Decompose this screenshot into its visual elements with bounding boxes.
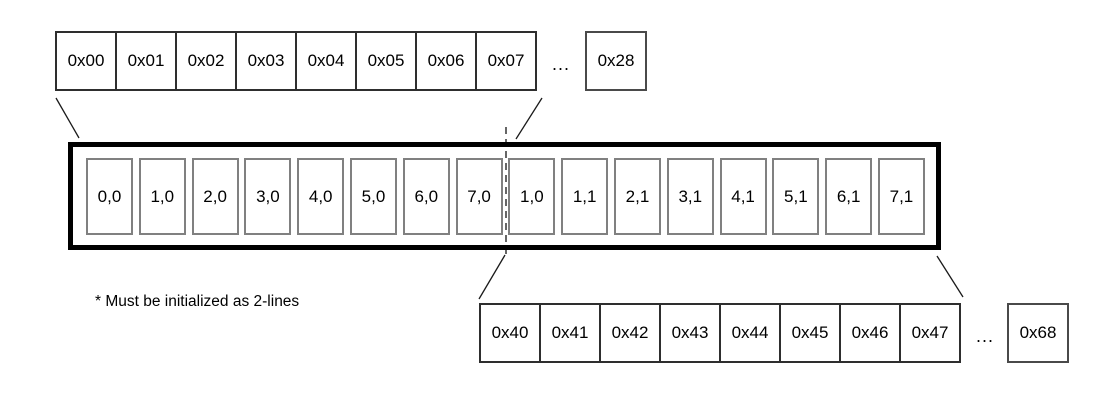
address-cell: 0x42 <box>599 303 661 363</box>
address-cell: 0x04 <box>295 31 357 91</box>
address-cell: 0x03 <box>235 31 297 91</box>
buffer-cell: 4,0 <box>297 158 345 235</box>
address-cell: 0x40 <box>479 303 541 363</box>
address-cell-0x28: 0x28 <box>585 31 647 91</box>
buffer-cell: 6,1 <box>825 158 873 235</box>
address-cell: 0x01 <box>115 31 177 91</box>
buffer-cell: 3,1 <box>666 158 714 235</box>
buffer-cell: 5,1 <box>772 158 820 235</box>
buffer-cell: 3,0 <box>244 158 292 235</box>
address-cell: 0x05 <box>355 31 417 91</box>
address-cell-0x68: 0x68 <box>1007 303 1069 363</box>
address-cell: 0x43 <box>659 303 721 363</box>
address-cell: 0x06 <box>415 31 477 91</box>
address-cell: 0x45 <box>779 303 841 363</box>
address-cell: 0x00 <box>55 31 117 91</box>
address-cell: 0x44 <box>719 303 781 363</box>
zoom-line-bottom-left <box>478 254 506 300</box>
zoom-line-top-right <box>515 97 543 140</box>
buffer-cell: 1,0 <box>138 158 186 235</box>
top-row-ellipsis: ... <box>551 54 570 74</box>
address-cell: 0x02 <box>175 31 237 91</box>
init-note: * Must be initialized as 2-lines <box>95 293 300 310</box>
buffer-cell: 0,0 <box>86 158 133 235</box>
buffer-cell: 4,1 <box>719 158 767 235</box>
buffer-cell: 5,0 <box>349 158 397 235</box>
address-cell: 0x07 <box>475 31 537 91</box>
buffer-cell: 2,1 <box>613 158 661 235</box>
buffer-cell: 2,0 <box>191 158 239 235</box>
zoom-line-bottom-right <box>936 255 964 298</box>
bottom-row-ellipsis: ... <box>975 326 994 346</box>
buffer-cell: 1,0 <box>508 158 556 235</box>
address-cell: 0x41 <box>539 303 601 363</box>
buffer-cell: 7,0 <box>455 158 503 235</box>
zoom-line-top-left <box>55 97 80 139</box>
address-cell: 0x47 <box>899 303 961 363</box>
buffer-cell: 7,1 <box>877 158 925 235</box>
address-cell: 0x46 <box>839 303 901 363</box>
buffer-cell: 1,1 <box>561 158 609 235</box>
buffer-cell: 6,0 <box>402 158 450 235</box>
